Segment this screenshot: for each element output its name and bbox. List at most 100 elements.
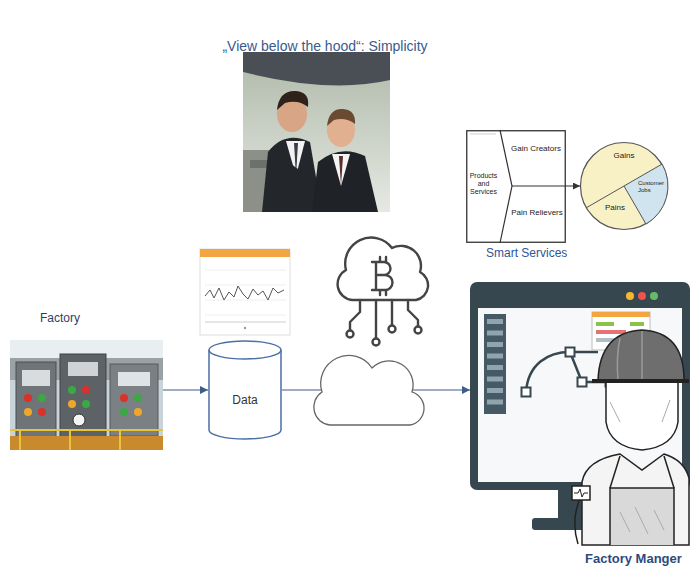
- photo-men-engine: [243, 52, 390, 212]
- free-label: Smart Services: [486, 247, 567, 261]
- data-chart-thumbnail-part-part: [205, 270, 286, 271]
- canvas-outline-part: [470, 134, 496, 135]
- bitcoin-cloud-icon-part: [389, 326, 396, 333]
- monitor-outline-part: [617, 331, 642, 380]
- node-text: Pains: [600, 203, 630, 212]
- cloud-outline: [314, 355, 424, 425]
- node-text: Customer Jobs: [638, 180, 665, 194]
- diagram-title: „View below the hood“: Simplicity: [150, 38, 500, 54]
- data-chart-thumbnail-part: [200, 249, 290, 257]
- factory-outline-part: [16, 362, 56, 437]
- monitor-outline-part: [606, 382, 678, 450]
- monitor-outline-part: [484, 314, 506, 414]
- photo-men-engine-part: [277, 91, 308, 110]
- bitcoin-cloud-icon: [338, 238, 428, 346]
- canvas-outline-part: [467, 131, 566, 243]
- monitor-outline-part: [574, 489, 588, 497]
- factory-outline-part: [118, 372, 150, 386]
- node-text: Pain Relievers: [510, 208, 564, 217]
- factory-outline-part: [82, 400, 90, 408]
- data-chart-thumbnail-part: [200, 249, 290, 335]
- bitcoin-cloud-icon-part: [350, 300, 360, 330]
- canvas-outline-part: [500, 130, 512, 243]
- monitor-outline-part: [626, 292, 634, 300]
- bitcoin-cloud-icon-part: [375, 300, 377, 338]
- monitor-outline-part: [650, 292, 658, 300]
- monitor-outline-part: [630, 322, 644, 326]
- data-chart-thumbnail-part: [244, 327, 246, 329]
- monitor-outline-part: [487, 377, 503, 382]
- photo-men-engine-part: [243, 52, 390, 212]
- factory-outline-part: [60, 354, 106, 440]
- node-text: Gains: [606, 151, 642, 160]
- data-chart-thumbnail-part: [205, 322, 286, 323]
- bitcoin-cloud-icon-part: [415, 327, 422, 334]
- monitor-outline-part: [572, 486, 590, 500]
- photo-men-engine-part: [327, 109, 355, 126]
- monitor-outline-part: [596, 330, 626, 334]
- monitor-outline-part: [620, 507, 664, 534]
- monitor-outline-part: [596, 322, 614, 326]
- monitor-outline-part: [487, 388, 503, 393]
- monitor-outline-part: [582, 454, 689, 545]
- monitor-outline-part: [487, 365, 503, 370]
- bitcoin-cloud-icon-part: [347, 331, 354, 338]
- node-text: Factory Manger: [585, 552, 682, 567]
- monitor-outline-part: [578, 378, 587, 387]
- monitor-outline-part: [487, 342, 503, 347]
- node-text: Data: [208, 394, 282, 408]
- photo-men-engine-part: [243, 52, 390, 85]
- flow-arrow: [163, 389, 208, 390]
- factory-outline-part: [110, 364, 158, 436]
- factory-outline-part: [38, 408, 46, 416]
- factory-outline-part: [10, 430, 163, 450]
- factory-outline-part: [120, 408, 128, 416]
- cyl-outline-part: [209, 350, 281, 439]
- factory-outline-part: [68, 362, 98, 376]
- factory-node: Factory: [10, 340, 163, 450]
- bitcoin-cloud-icon-part: [338, 238, 428, 300]
- bitcoin-cloud-icon-part: [391, 300, 393, 325]
- photo-men-engine-part: [332, 154, 350, 186]
- factory-outline-part: [24, 394, 32, 402]
- monitor-outline-part: [592, 312, 650, 317]
- circle-node: GainsCustomer JobsPains: [580, 142, 668, 230]
- monitor-outline-part: [566, 348, 575, 357]
- monitor-outline-part: [487, 331, 503, 336]
- factory-outline-part: [10, 340, 163, 450]
- factory-outline-part: [82, 386, 90, 394]
- canvas-outline-part: [512, 185, 566, 186]
- circle-outline-part: [624, 164, 668, 224]
- factory-outline-part: [73, 414, 85, 426]
- monitor-outline: [470, 282, 690, 545]
- cyl-outline-part: [209, 341, 281, 359]
- factory-outline-part: [10, 436, 163, 450]
- factory-outline-part: [68, 400, 76, 408]
- canvas-node: Gain CreatorsProducts and ServicesPain R…: [466, 130, 566, 243]
- node-text: Factory: [40, 312, 80, 326]
- monitor-outline-part: [487, 354, 503, 359]
- circle-outline-part: [581, 143, 668, 230]
- factory-outline-part: [22, 370, 50, 386]
- monitor-outline-part: [575, 494, 582, 544]
- monitor-node: Factory Manger: [470, 282, 690, 545]
- bitcoin-cloud-icon-part: [372, 257, 393, 295]
- factory-outline-part: [38, 394, 46, 402]
- factory-outline-part: [134, 408, 142, 416]
- node-text: Gain Creators: [508, 144, 564, 153]
- monitor-outline-part: [610, 488, 674, 545]
- data-chart-thumbnail-part-part: [205, 300, 286, 301]
- bitcoin-cloud-icon-part: [373, 339, 380, 346]
- monitor-outline-part: [522, 388, 531, 397]
- photo-men-engine-part: [312, 151, 378, 212]
- flow-arrow: [566, 186, 580, 187]
- photo-men-engine-part: [271, 152, 300, 176]
- cyl-node: Data: [208, 340, 282, 440]
- monitor-outline-part: [487, 400, 503, 405]
- data-chart-thumbnail: [200, 249, 290, 335]
- factory-outline-part: [24, 408, 32, 416]
- photo-men-engine-part: [339, 156, 343, 186]
- factory-outline-part: [134, 394, 142, 402]
- data-chart-thumbnail-part-part: [205, 315, 286, 316]
